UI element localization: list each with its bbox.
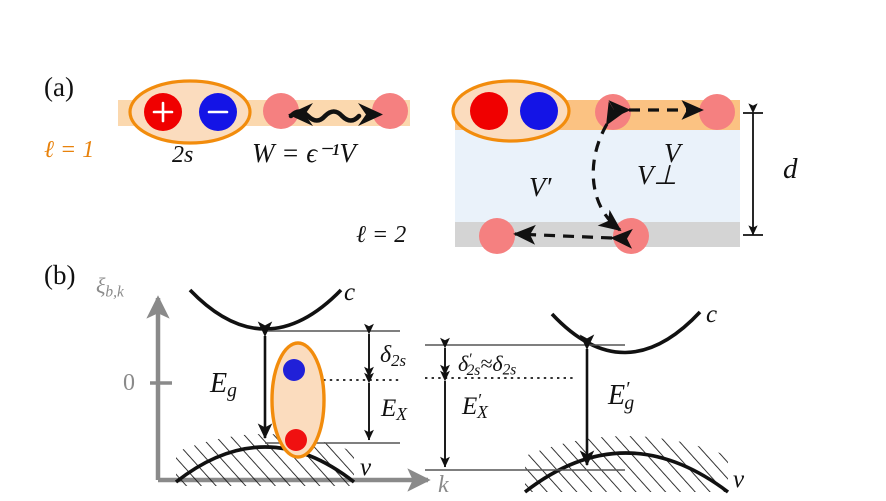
carrier-left-pink [263,93,299,129]
carrier-bottom-right-pink [613,218,649,254]
left-conduction-band [188,288,343,331]
coupling-label-Vprime: V′ [529,172,552,202]
x-axis-label: k [438,472,449,498]
left-delta2s-label: δ2s [380,342,407,371]
left-conduction-band-label: c [344,279,356,306]
left-valence-band-label: v [360,454,372,481]
coupling-Vperp-arrow [591,101,626,232]
right-valence-band [523,436,730,494]
right-conduction-band-label: c [706,301,718,328]
carrier-right-pink [372,93,408,129]
carrier-top-left-pink [595,94,631,130]
electron-particle-right [520,92,558,130]
layer-label-l2: ℓ = 2 [356,222,407,248]
screened-interaction-wavy-arrow [288,103,383,126]
right-EXprime-label: E′X [462,390,488,423]
electron-dot-band-left [283,359,305,381]
coupling-Vprime-arrow [513,224,633,249]
separation-label-d: d [783,153,798,185]
exciton-ellipse-band-left [270,341,326,459]
screened-interaction-label: W = ϵ⁻¹V [252,138,356,168]
right-conduction-band [550,310,702,355]
exciton-ellipse-right [451,79,571,143]
coupling-label-Vperp: V⊥ [637,160,678,190]
panel-a-tag: (a) [44,72,74,102]
carrier-bottom-left-pink [479,218,515,254]
layer-label-l1: ℓ = 1 [44,137,95,163]
hole-particle-right [470,92,508,130]
y-axis-zero-tick: 0 [123,370,135,396]
right-valence-band-label: v [733,466,745,493]
left-Eg-label: Eg [210,368,237,402]
right-Egprime-label: E′g [608,379,635,414]
coupling-label-V: V [664,138,681,168]
carrier-top-right-pink [699,94,735,130]
right-delta2sprime-label: δ′2s≈δ2s [458,350,517,379]
hole-dot-band-left [285,429,307,451]
electron-particle-left [199,93,237,131]
panel-b-tag: (b) [44,260,76,290]
exciton-state-label-2s: 2s [172,142,194,168]
layer-separation-dimension [743,103,763,236]
hole-particle-left [144,93,182,131]
y-axis-label: ξb,k [96,273,124,301]
left-EX-label: EX [381,395,407,425]
